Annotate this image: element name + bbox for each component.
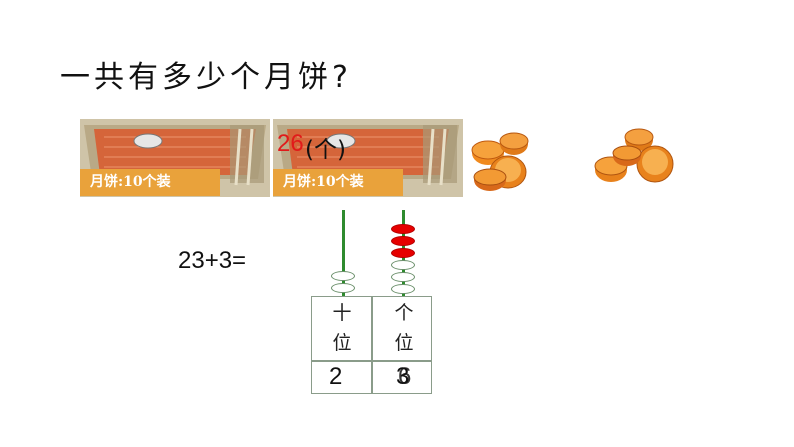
- ones-digit-overlay: 6: [398, 363, 412, 390]
- tens-label-bottom: 位: [332, 332, 352, 354]
- tens-digit: 2: [329, 363, 343, 390]
- ones-label-bottom: 位: [394, 332, 414, 354]
- answer-number: 26: [277, 130, 304, 157]
- question-title: 一共有多少个月饼?: [60, 60, 352, 95]
- mooncake-group-icon: [594, 128, 674, 183]
- box-label: 月饼:10个装: [273, 169, 403, 196]
- abacus-bead: [391, 260, 415, 270]
- ones-label-top: 个: [394, 302, 414, 324]
- table-divider: [312, 360, 431, 362]
- abacus-bead: [331, 271, 355, 281]
- abacus-rod-tens: [342, 210, 345, 296]
- place-value-table: 十 位 个 位 2 3 6: [311, 296, 432, 394]
- abacus-bead: [331, 283, 355, 293]
- abacus-bead-red: [391, 224, 415, 234]
- abacus-bead-red: [391, 248, 415, 258]
- answer-unit: (个): [305, 137, 346, 163]
- mooncake-box-2: 月饼:10个装: [273, 119, 463, 197]
- box-label: 月饼:10个装: [80, 169, 220, 196]
- abacus-bead: [391, 272, 415, 282]
- abacus-bead: [391, 284, 415, 294]
- mooncake-box-1: 月饼:10个装: [80, 119, 270, 197]
- abacus-bead-red: [391, 236, 415, 246]
- equation-text: 23+3=: [178, 247, 247, 274]
- table-divider: [371, 297, 373, 393]
- ones-digit: 3: [396, 363, 410, 390]
- mooncake-group-icon: [471, 132, 529, 191]
- mooncake-box-illustration: [80, 119, 270, 197]
- tens-label-top: 十: [332, 302, 352, 324]
